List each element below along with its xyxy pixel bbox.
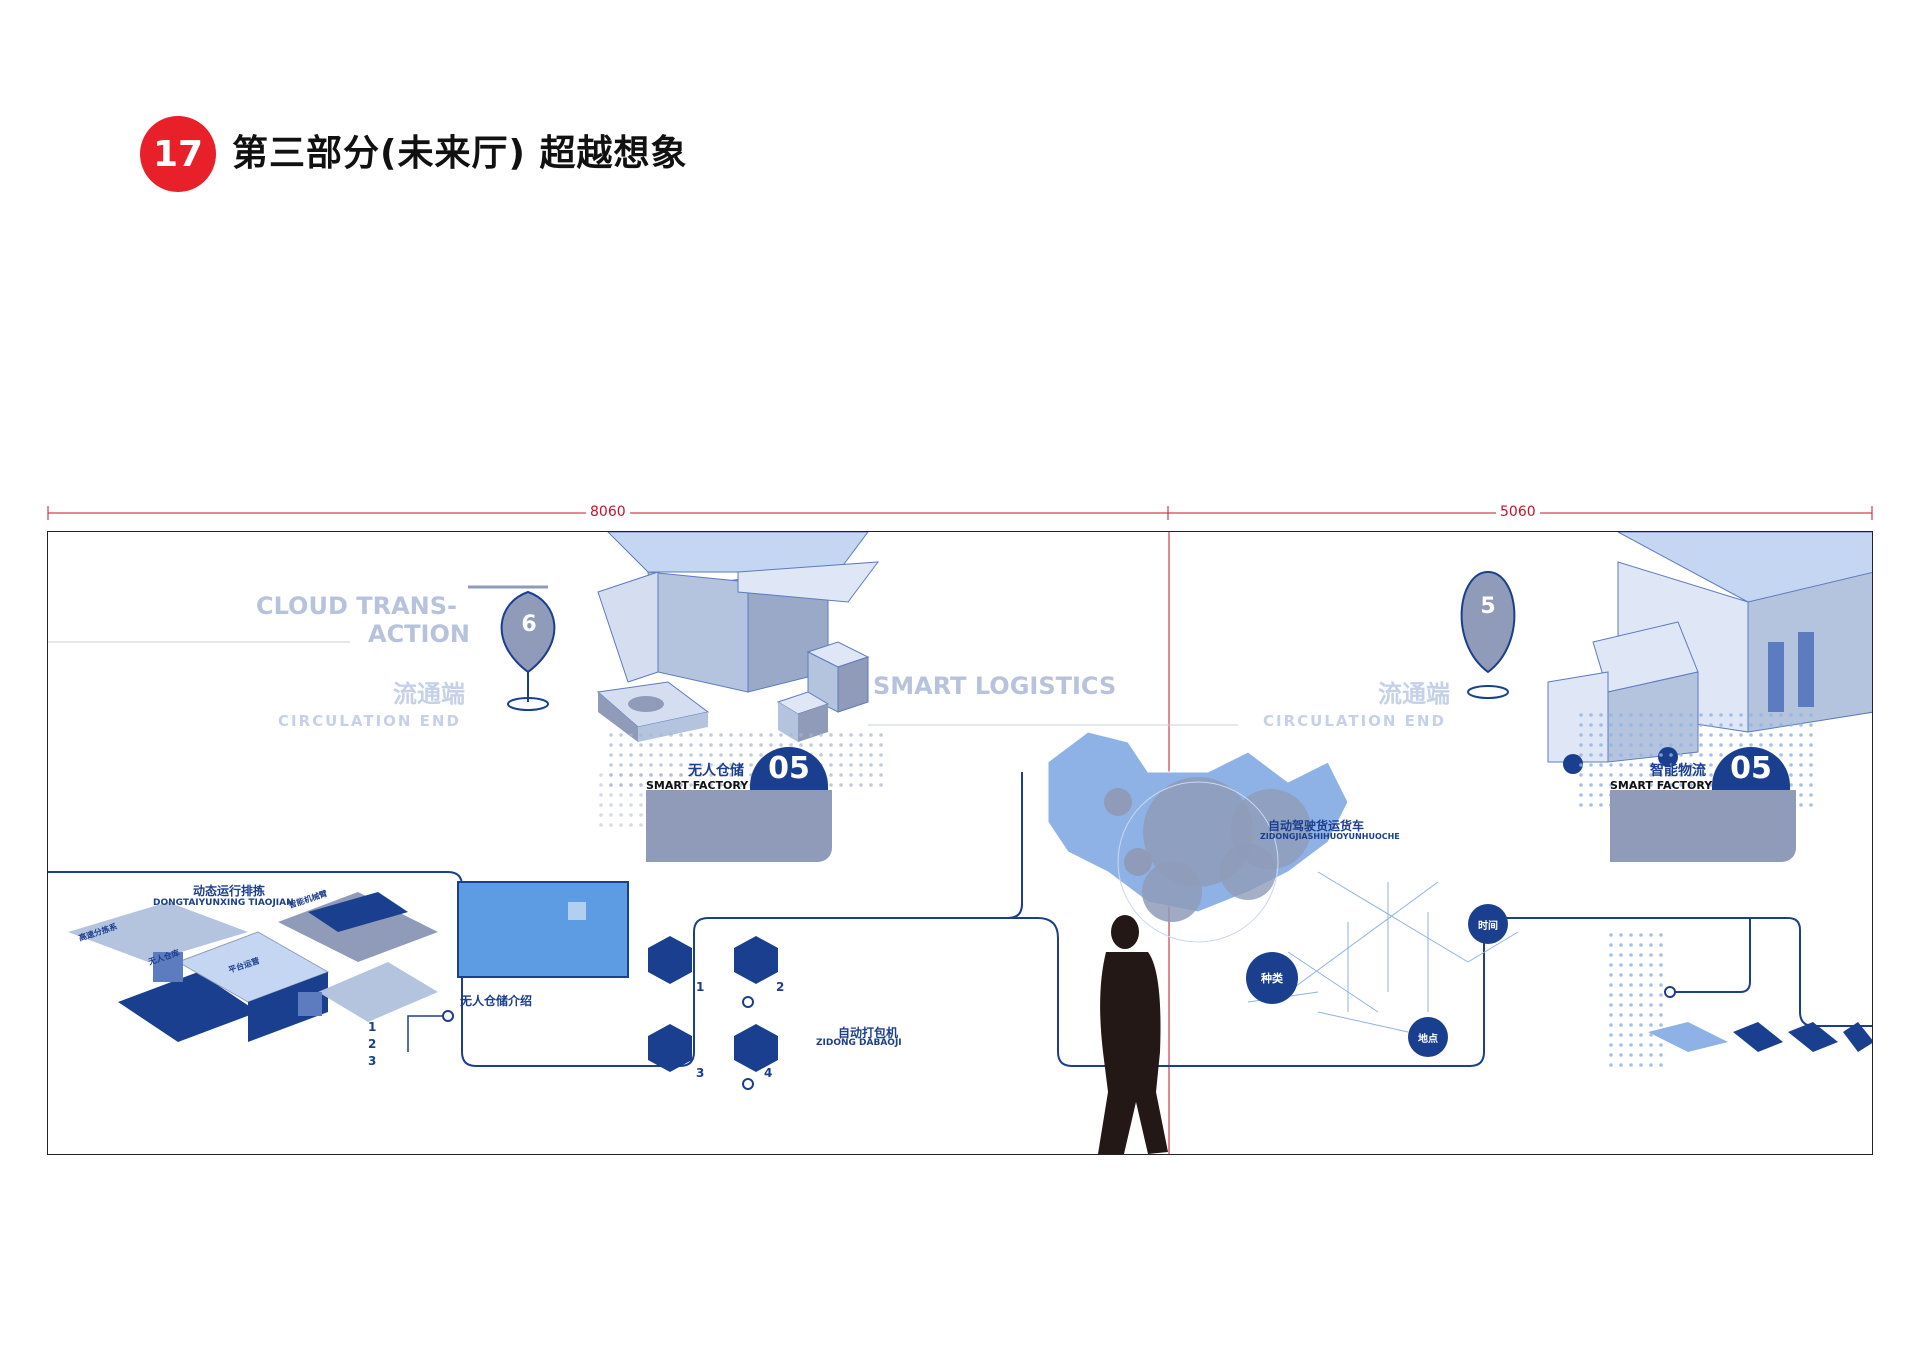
smart-factory-cn: 无人仓储	[688, 763, 744, 779]
ghost-title-line2: ACTION	[368, 620, 470, 648]
ghost-title-line1: CLOUD TRANS-	[256, 592, 457, 620]
china-map-illustration	[1047, 731, 1349, 943]
packer-title: 自动打包机	[838, 1026, 899, 1040]
smart-factory-en: SMART FACTORY	[646, 779, 749, 792]
left-cn-heading: 流通端	[393, 680, 465, 708]
pin-5-graphic	[1460, 570, 1516, 699]
dynamic-step-3: 3	[368, 1054, 377, 1068]
screen-display	[457, 881, 629, 978]
warehouse-truck-illustration	[1547, 532, 1872, 812]
logistics-desc-card	[1610, 790, 1796, 862]
truck-subtitle: ZIDONGJIASHIHUOYUNHUOCHE	[1260, 832, 1400, 841]
logistics-number: 05	[1712, 747, 1790, 791]
page-title: 第三部分(未来厅) 超越想象	[232, 133, 688, 174]
right-ghost-title: SMART LOGISTICS	[873, 672, 1117, 700]
smart-factory-desc-card	[646, 790, 832, 862]
pin-6-graphic	[500, 590, 556, 711]
logistics-en: SMART FACTORY	[1610, 779, 1713, 792]
node-kind: 种类	[1246, 952, 1298, 1004]
dynamic-step-1: 1	[368, 1020, 377, 1034]
pin-5-number: 5	[1480, 594, 1496, 619]
dimension-lines	[47, 506, 1873, 520]
warehouse-intro-title: 无人仓储介绍	[460, 994, 533, 1008]
right-cn-heading: 流通端	[1378, 680, 1450, 708]
factory-step-1: 1	[696, 980, 705, 994]
person-silhouette	[1098, 915, 1168, 1154]
logistics-cn: 智能物流	[1650, 763, 1706, 779]
node-time: 时间	[1468, 904, 1508, 944]
truck-title: 自动驾驶货运货车	[1268, 819, 1365, 833]
factory-step-3: 3	[696, 1066, 705, 1080]
right-en-heading: CIRCULATION END	[1263, 712, 1446, 730]
dynamic-sorting-illustration	[68, 892, 438, 1042]
dynamic-step-2: 2	[368, 1037, 377, 1051]
left-en-heading: CIRCULATION END	[278, 712, 461, 730]
wall-graphics	[48, 532, 1872, 1154]
wall-elevation: CLOUD TRANS- ACTION 6 流通端 CIRCULATION EN…	[47, 531, 1873, 1155]
dynamic-title: 动态运行排拣	[193, 884, 266, 898]
packer-subtitle: ZIDONG DABAOJI	[816, 1038, 902, 1048]
pin-6-number: 6	[521, 612, 537, 637]
dynamic-subtitle: DONGTAIYUNXING TIAOJIAN	[153, 898, 294, 908]
dimension-left: 8060	[586, 504, 630, 520]
hex-network	[1247, 871, 1519, 1033]
dimension-right: 5060	[1496, 504, 1540, 520]
factory-step-4: 4	[764, 1066, 773, 1080]
factory-step-2: 2	[776, 980, 785, 994]
boxes-illustration	[596, 532, 888, 832]
page-number-badge: 17	[140, 116, 216, 192]
node-place: 地点	[1408, 1017, 1448, 1057]
